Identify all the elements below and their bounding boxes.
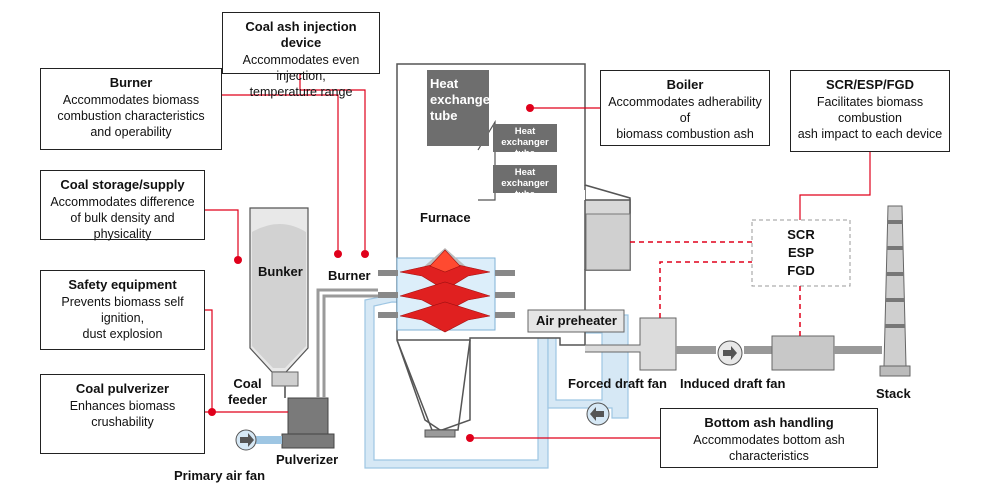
callout-coal-storage: Coal storage/supply Accommodates differe… (40, 170, 205, 241)
callout-burner: Burner Accommodates biomass combustion c… (40, 68, 222, 150)
flue-gas-train (585, 317, 882, 371)
label-furnace: Furnace (420, 210, 471, 225)
air-preheater (527, 309, 625, 333)
label-bunker: Bunker (258, 264, 303, 279)
bunker (249, 207, 309, 398)
callout-boiler: Boiler Accommodates adherability of biom… (600, 70, 770, 146)
callout-desc: Enhances biomass crushability (69, 399, 176, 429)
callout-title: Burner (109, 75, 153, 90)
callout-desc: Accommodates bottom ash characteristics (693, 433, 845, 463)
callout-title: Coal storage/supply (60, 177, 185, 192)
scr-esp-fgd-box (751, 219, 851, 287)
label-primary-air-fan: Primary air fan (174, 468, 266, 483)
flames (399, 249, 491, 333)
stack (879, 205, 911, 377)
label-stack: Stack (876, 386, 911, 401)
furnace-body (396, 63, 631, 438)
label-forced-draft-fan: Forced draft fan (568, 376, 667, 391)
callout-title: Safety equipment (68, 277, 177, 292)
label-heat-exchanger-main: Heat exchanger tube (430, 76, 496, 123)
label-induced-draft-fan: Induced draft fan (680, 376, 786, 391)
callout-coal-ash-injection: Coal ash injection device Accommodates e… (222, 12, 380, 99)
callout-lines (205, 74, 871, 439)
label-scr-esp-fgd: SCR ESP FGD (787, 227, 815, 278)
label-heat-exchanger-2: Heat exchanger tube (501, 167, 549, 200)
callout-desc: Accommodates even injection, temperature… (242, 53, 360, 99)
callout-desc: Prevents biomass self ignition, dust exp… (61, 295, 184, 341)
callout-title: SCR/ESP/FGD (825, 77, 915, 92)
callout-title: Bottom ash handling (704, 415, 834, 430)
red-dashed-links (630, 241, 801, 336)
callout-safety-equipment: Safety equipment Prevents biomass self i… (40, 270, 205, 350)
heat-exchanger-2 (493, 165, 557, 193)
label-burner: Burner (328, 268, 371, 283)
callout-desc: Accommodates difference of bulk density … (50, 195, 195, 241)
callout-desc: Accommodates biomass combustion characte… (57, 93, 205, 139)
heat-exchanger-1 (493, 124, 557, 152)
callout-bottom-ash: Bottom ash handling Accommodates bottom … (660, 408, 878, 468)
callout-dots (208, 104, 534, 442)
callout-coal-pulverizer: Coal pulverizer Enhances biomass crushab… (40, 374, 205, 454)
pulverizer (256, 288, 378, 449)
callout-title: Boiler (666, 77, 704, 92)
label-heat-exchanger-1: Heat exchanger tube (501, 126, 549, 159)
label-coal-feeder: Coal feeder (228, 376, 268, 407)
heat-exchanger-main (427, 70, 489, 146)
callout-desc: Facilitates biomass combustion ash impac… (797, 95, 943, 141)
callout-scr-esp-fgd: SCR/ESP/FGD Facilitates biomass combusti… (790, 70, 950, 152)
callout-desc: Accommodates adherability of biomass com… (608, 95, 762, 141)
callout-title: Coal pulverizer (75, 381, 170, 396)
label-air-preheater: Air preheater (536, 313, 617, 328)
label-pulverizer: Pulverizer (276, 452, 339, 467)
callout-title: Coal ash injection device (245, 19, 357, 50)
